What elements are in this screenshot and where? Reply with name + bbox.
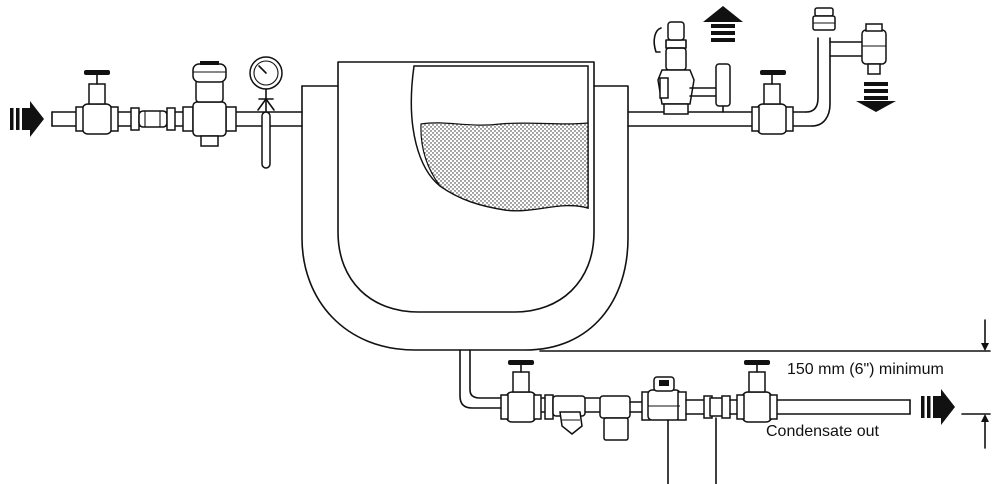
- minimum-height-label: 150 mm (6") minimum: [787, 361, 944, 378]
- air-vent: [812, 7, 887, 75]
- vent-up-arrow-icon: [703, 6, 743, 42]
- pan-cutaway-contents: [410, 65, 589, 212]
- drain-down-arrow-icon: [856, 82, 896, 112]
- condensate-out-arrow-icon: [921, 389, 955, 425]
- condensate-out-label: Condensate out: [766, 423, 879, 440]
- inner-pan: [337, 61, 595, 313]
- dimension-markers: [539, 319, 991, 449]
- steam-trap: [599, 376, 705, 441]
- drain-stop-valve-1: [500, 360, 542, 423]
- inlet-union-fitting: [130, 107, 176, 131]
- steam-outlet-pipe: [627, 37, 831, 127]
- inlet-stop-valve: [75, 70, 119, 135]
- pressure-reducing-valve: [182, 61, 237, 147]
- strainer: [544, 394, 586, 435]
- sight-glass: [703, 395, 743, 419]
- drain-stop-valve-2: [736, 360, 778, 423]
- liquid-fill: [420, 122, 589, 212]
- vent-stop-valve: [751, 70, 794, 135]
- safety-relief-valve: [653, 21, 731, 115]
- pressure-gauge-icon: [249, 56, 283, 169]
- leader-lines: [667, 417, 717, 484]
- flow-in-arrow-icon: [10, 101, 44, 137]
